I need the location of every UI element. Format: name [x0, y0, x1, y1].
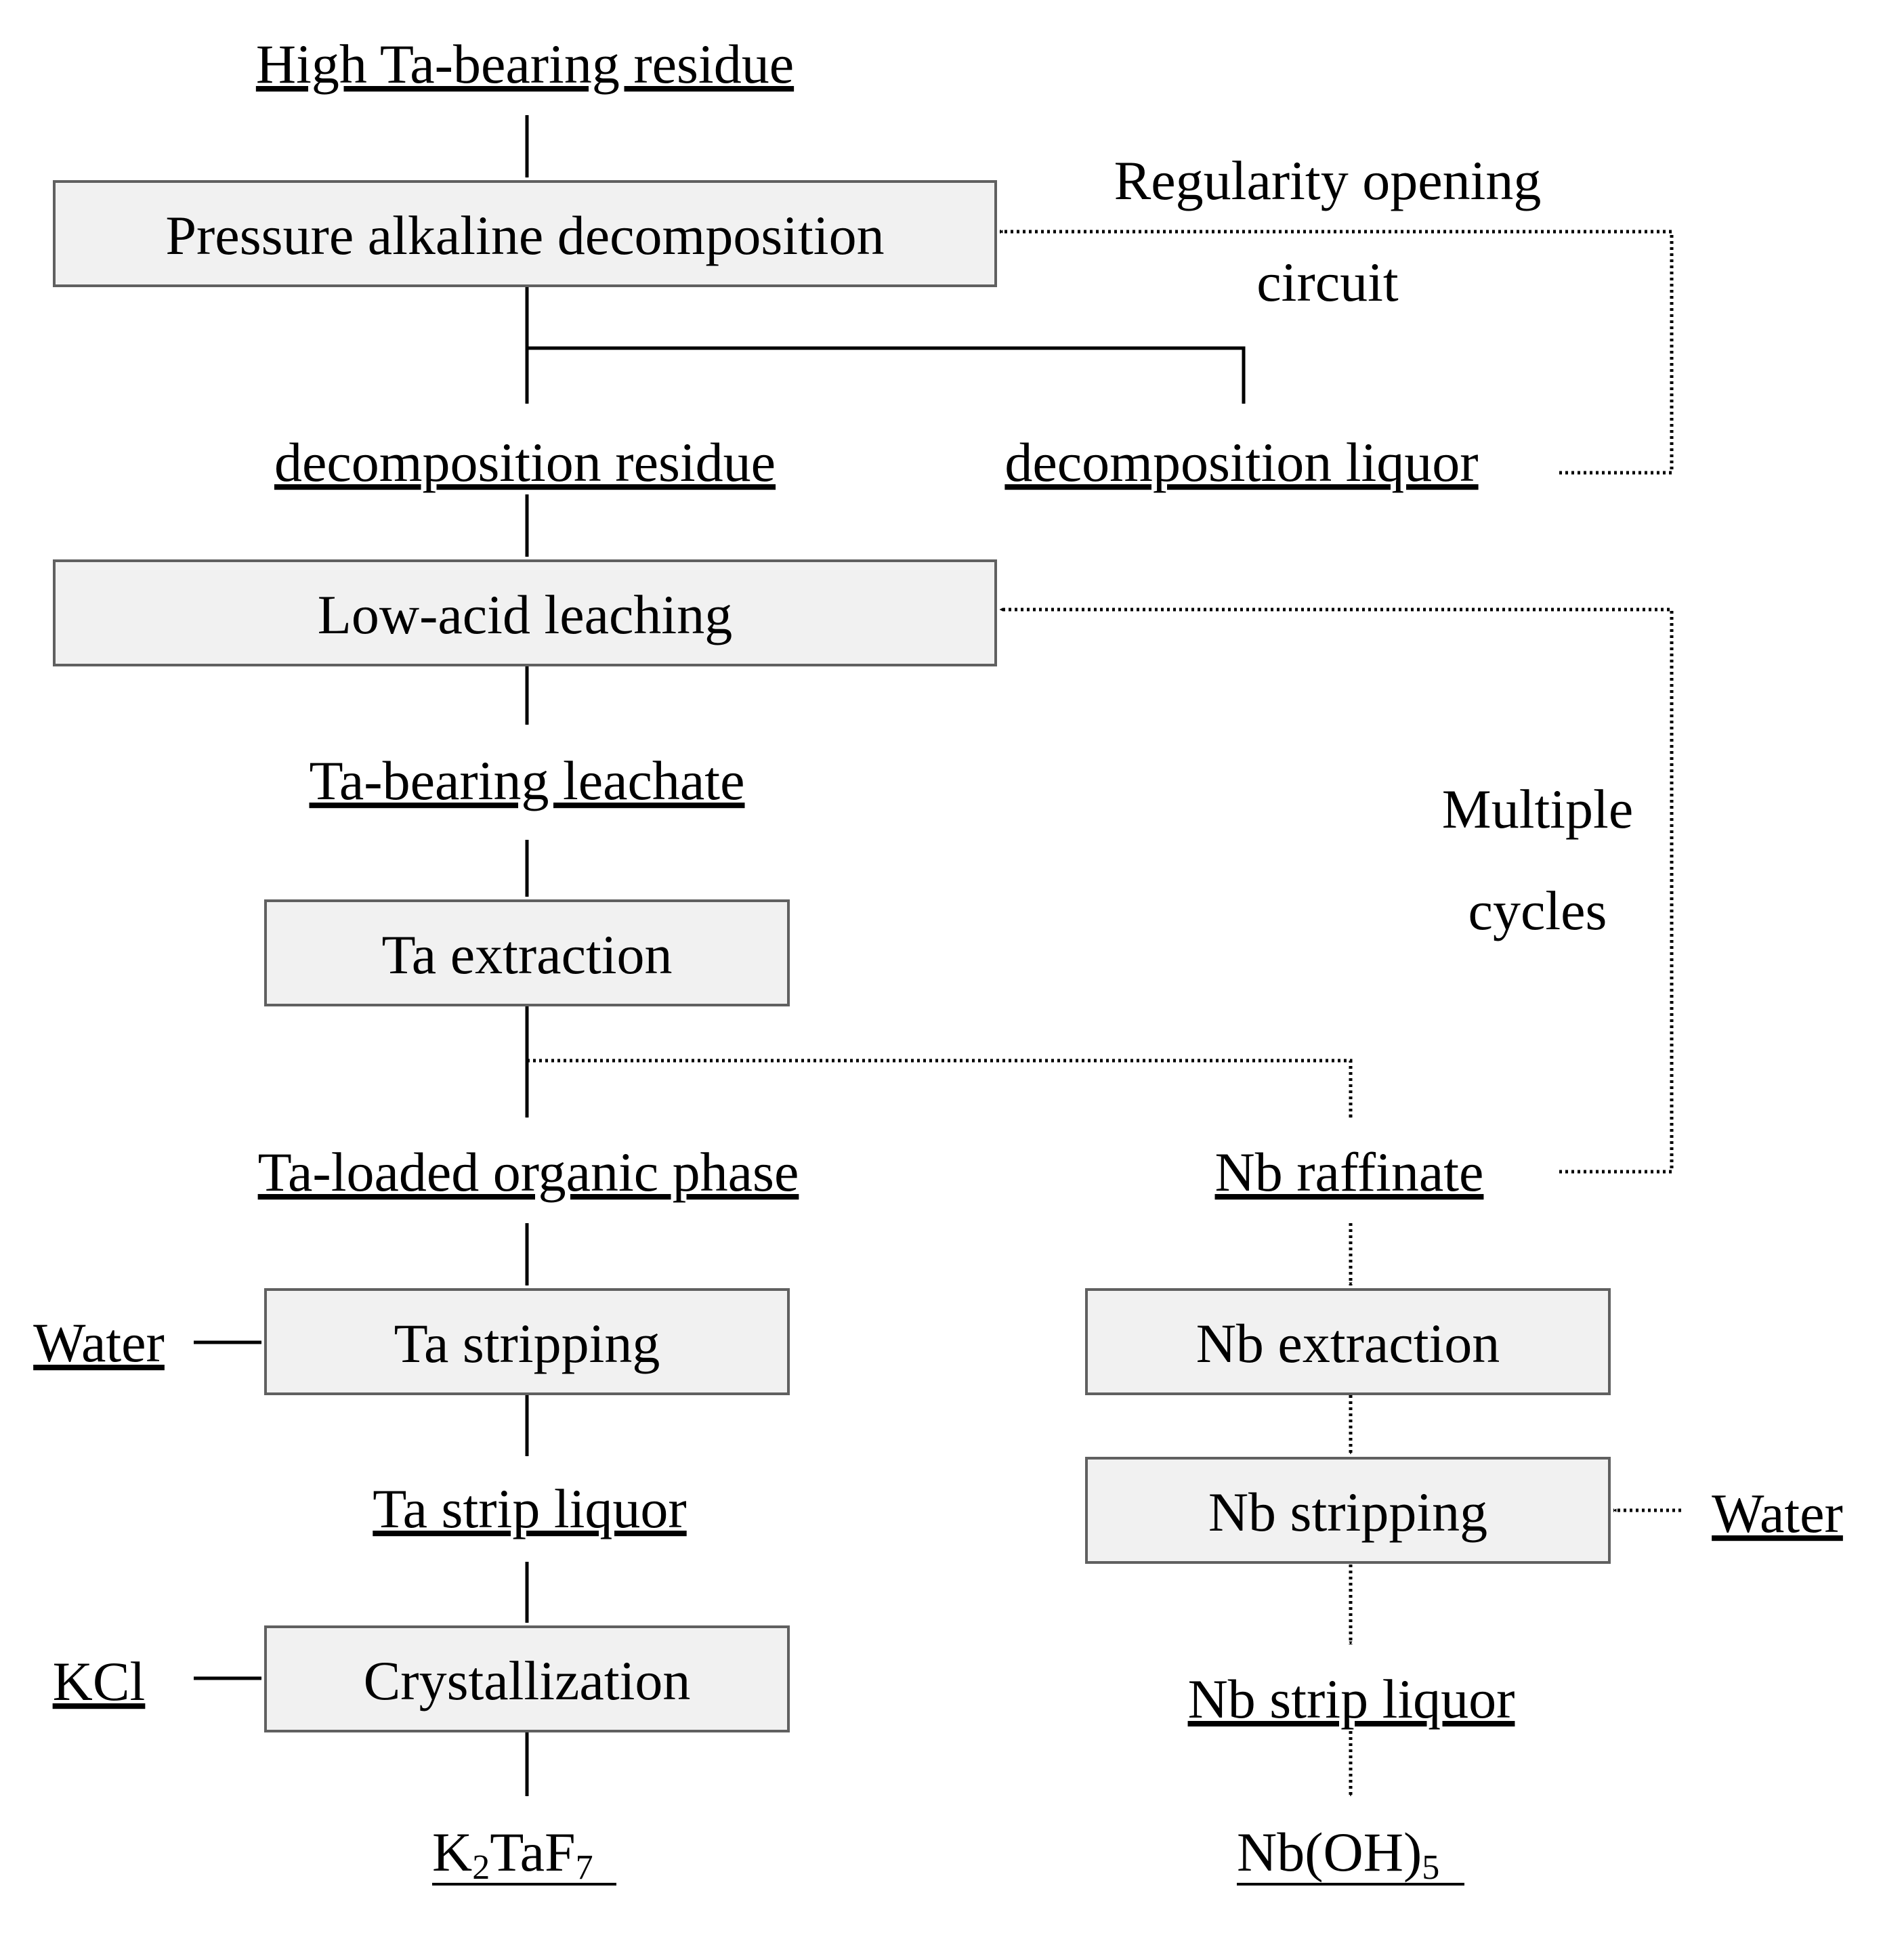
material-nb-strip-liquor: Nb strip liquor: [1188, 1668, 1515, 1730]
material-nb-raffinate: Nb raffinate: [1215, 1141, 1484, 1203]
material-ta-bearing-leachate: Ta-bearing leachate: [310, 750, 745, 811]
box-nb-stripping: Nb stripping: [1085, 1457, 1611, 1564]
material-ta-loaded-organic-phase: Ta-loaded organic phase: [258, 1141, 799, 1203]
label-low-acid-leaching: Low-acid leaching: [318, 584, 732, 645]
material-decomposition-liquor: decomposition liquor: [1004, 431, 1478, 493]
label-ta-extraction: Ta extraction: [381, 924, 672, 985]
label-nb-extraction: Nb extraction: [1196, 1313, 1500, 1374]
material-decomposition-residue: decomposition residue: [274, 431, 776, 493]
note-regularity-opening: Regularity opening: [1114, 150, 1542, 211]
material-ta-strip-liquor: Ta strip liquor: [373, 1478, 686, 1539]
box-ta-extraction: Ta extraction: [264, 899, 790, 1006]
arrow-raffinate-recycle-to-leaching: [999, 608, 1674, 1174]
label-pressure-alkaline-decomposition: Pressure alkaline decomposition: [165, 205, 884, 266]
nb-and-recycle-flow-arrows: [527, 230, 1681, 1797]
nboh5-main: Nb(OH): [1237, 1821, 1422, 1883]
nboh5-subscript-5: 5: [1422, 1848, 1439, 1887]
k2taf7-subscript-2: 2: [472, 1848, 490, 1887]
k2taf7-subscript-7: 7: [576, 1848, 593, 1887]
k2taf7-k: K: [432, 1821, 472, 1883]
material-water-ta-stripping: Water: [33, 1312, 165, 1374]
box-crystallization: Crystallization: [264, 1625, 790, 1732]
arrow-decomposition-to-liquor: [527, 346, 1246, 404]
label-ta-stripping: Ta stripping: [394, 1313, 660, 1374]
svg-text:Nb(OH)5: Nb(OH)5: [1237, 1821, 1439, 1887]
box-ta-stripping: Ta stripping: [264, 1288, 790, 1395]
label-crystallization: Crystallization: [364, 1650, 691, 1711]
box-low-acid-leaching: Low-acid leaching: [53, 559, 997, 666]
material-water-nb-stripping: Water: [1712, 1483, 1843, 1544]
label-nb-stripping: Nb stripping: [1208, 1481, 1487, 1543]
box-pressure-alkaline-decomposition: Pressure alkaline decomposition: [53, 180, 997, 287]
material-high-ta-bearing-residue: High Ta-bearing residue: [256, 33, 794, 95]
note-circuit: circuit: [1256, 251, 1399, 313]
svg-text:K2TaF7: K2TaF7: [432, 1821, 593, 1887]
material-k2taf7: K2TaF7: [432, 1821, 616, 1887]
arrow-ta-extraction-to-nb-raffinate: [527, 1059, 1353, 1118]
box-nb-extraction: Nb extraction: [1085, 1288, 1611, 1395]
arrow-liquor-recycle-to-decomposition: [999, 230, 1674, 475]
note-cycles: cycles: [1468, 880, 1607, 941]
material-nboh5: Nb(OH)5: [1237, 1821, 1464, 1887]
k2taf7-taf: TaF: [490, 1821, 575, 1883]
note-multiple: Multiple: [1442, 778, 1633, 840]
material-kcl: KCl: [53, 1651, 146, 1712]
